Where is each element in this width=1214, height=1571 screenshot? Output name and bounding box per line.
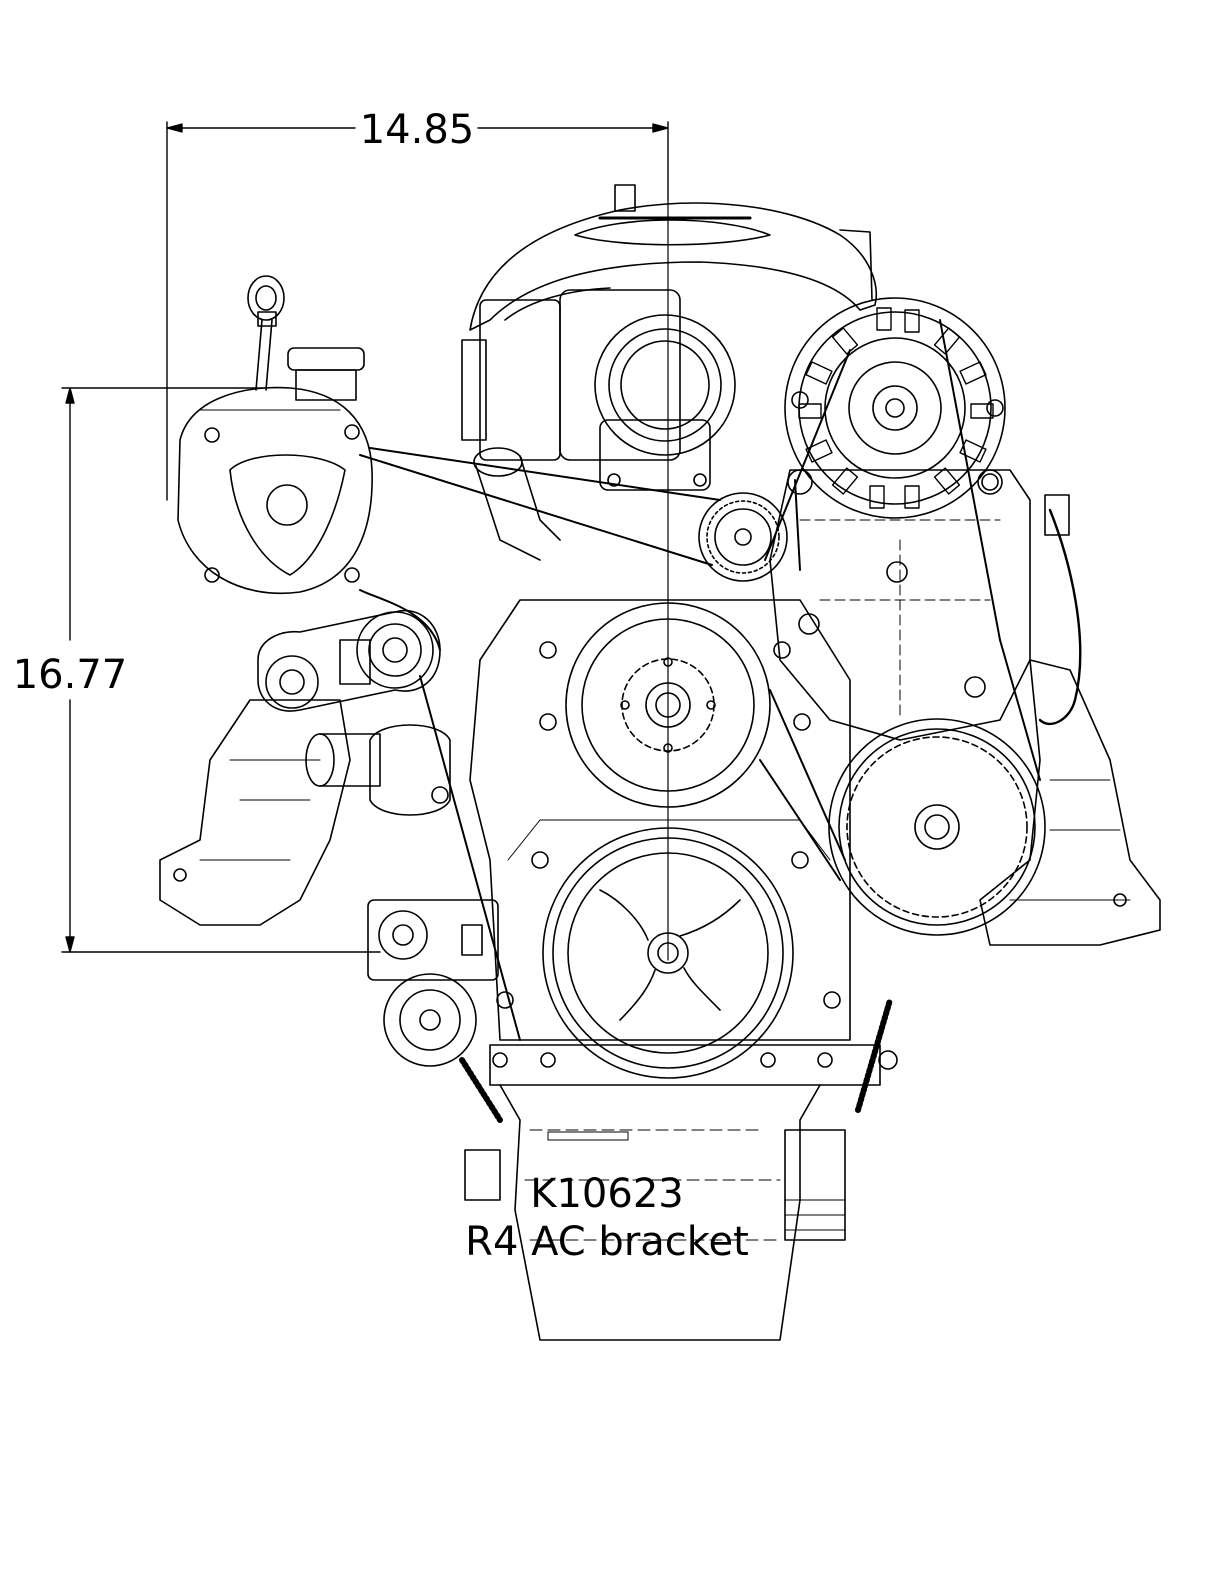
width-dimension-label: 14.85 bbox=[360, 107, 475, 153]
alternator bbox=[784, 297, 1006, 519]
exhaust-manifold-right bbox=[979, 659, 1161, 946]
width-dimension bbox=[166, 121, 669, 501]
flywheel-ring-gear bbox=[459, 997, 893, 1123]
height-dimension-label: 16.77 bbox=[13, 652, 128, 698]
oil-pan bbox=[464, 1044, 898, 1341]
serpentine-belt bbox=[359, 319, 1041, 1041]
part-description: R4 AC bracket bbox=[465, 1219, 749, 1265]
wiring-harness bbox=[1038, 508, 1082, 726]
sensor-connector bbox=[1044, 494, 1070, 536]
ac-compressor-pulley bbox=[828, 718, 1046, 936]
throttle-body bbox=[461, 289, 736, 491]
idler-pulley bbox=[698, 492, 788, 582]
dipstick bbox=[247, 275, 285, 391]
power-steering-pump bbox=[177, 386, 373, 594]
timing-cover bbox=[469, 599, 851, 1041]
intake-manifold bbox=[469, 184, 877, 331]
water-pump-pulley bbox=[565, 602, 771, 808]
belt-tensioner-left bbox=[257, 609, 441, 712]
crank-balancer bbox=[542, 827, 794, 1079]
exhaust-manifold-left bbox=[159, 699, 351, 926]
starter-motor bbox=[367, 899, 499, 1067]
ac-bracket bbox=[769, 469, 1031, 741]
water-outlet bbox=[473, 447, 561, 561]
thermostat-housing bbox=[305, 724, 451, 816]
part-number: K10623 bbox=[530, 1171, 684, 1217]
height-dimension bbox=[61, 387, 381, 953]
reservoir-cap bbox=[287, 347, 365, 401]
